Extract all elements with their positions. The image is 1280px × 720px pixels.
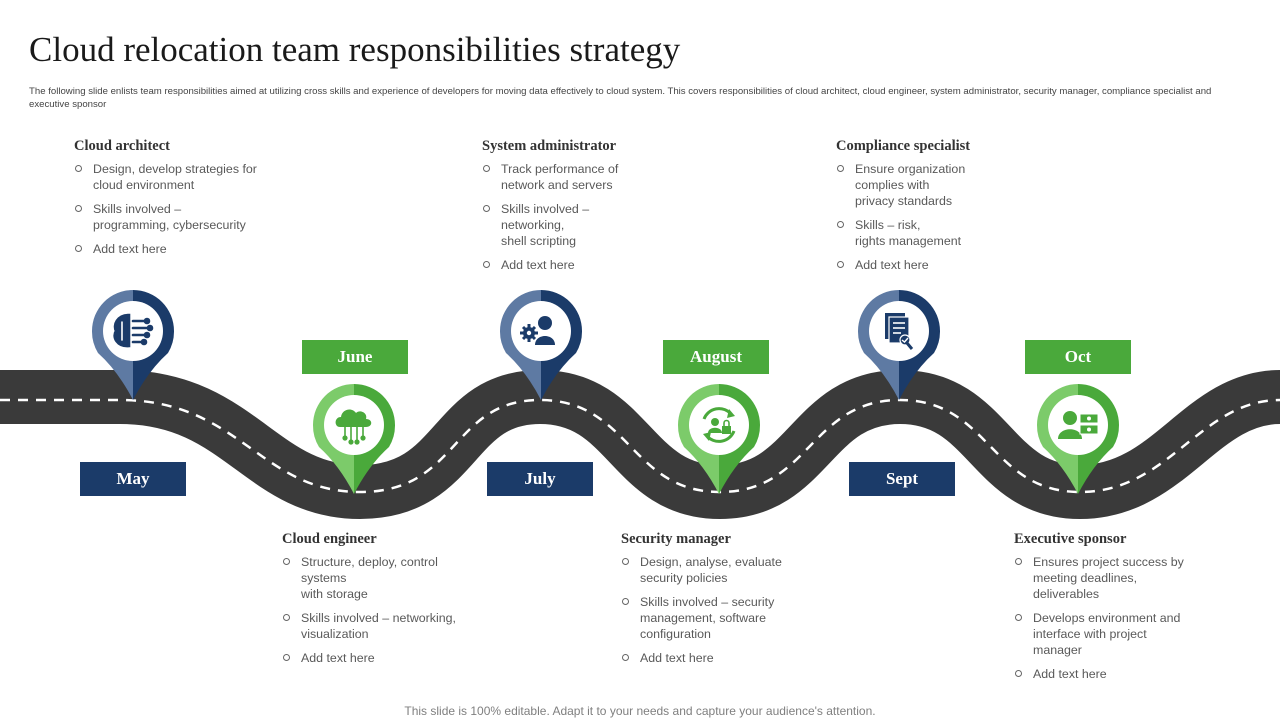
role-title: Cloud engineer: [282, 531, 377, 547]
responsibility-item: Skills involved – security management, s…: [621, 594, 841, 642]
responsibility-list: Design, analyse, evaluate security polic…: [621, 554, 841, 666]
bullet-icon: [483, 165, 490, 172]
admin-gear-user-icon: [520, 316, 555, 345]
bullet-icon: [1015, 670, 1022, 677]
bullet-icon: [75, 245, 82, 252]
month-label-may: May: [80, 462, 186, 496]
pin-compliance-specialist: [857, 290, 941, 400]
responsibility-item: Skills involved – networking, shell scri…: [482, 201, 702, 249]
role-title: Security manager: [621, 531, 731, 547]
responsibility-item: Add text here: [836, 257, 1056, 273]
bullet-icon: [483, 261, 490, 268]
bullet-icon: [622, 598, 629, 605]
bullet-icon: [1015, 558, 1022, 565]
responsibility-item: Ensure organization complies with privac…: [836, 161, 1056, 209]
bullet-icon: [75, 205, 82, 212]
pin-executive-sponsor: [1036, 384, 1120, 494]
responsibility-item: Develops environment and interface with …: [1014, 610, 1234, 658]
responsibility-list: Design, develop strategies for cloud env…: [74, 161, 294, 257]
role-system-administrator: System administrator Track performance o…: [482, 138, 702, 281]
pin-cloud-architect: [91, 290, 175, 400]
responsibility-item: Add text here: [621, 650, 841, 666]
responsibility-item: Design, develop strategies for cloud env…: [74, 161, 294, 193]
month-label-august: August: [663, 340, 769, 374]
role-title: Cloud architect: [74, 138, 170, 154]
bullet-icon: [283, 654, 290, 661]
responsibility-item: Add text here: [482, 257, 702, 273]
responsibility-item: Skills – risk, rights management: [836, 217, 1056, 249]
responsibility-list: Track performance of network and servers…: [482, 161, 702, 273]
responsibility-item: Add text here: [1014, 666, 1234, 682]
role-executive-sponsor: Executive sponsor Ensures project succes…: [1014, 531, 1234, 690]
month-label-july: July: [487, 462, 593, 496]
pin-security-manager: [677, 384, 761, 494]
security-cycle-lock-icon: [702, 407, 736, 443]
bullet-icon: [837, 165, 844, 172]
responsibility-item: Track performance of network and servers: [482, 161, 702, 193]
bullet-icon: [75, 165, 82, 172]
bullet-icon: [837, 221, 844, 228]
bullet-icon: [1015, 614, 1022, 621]
bullet-icon: [483, 205, 490, 212]
role-security-manager: Security manager Design, analyse, evalua…: [621, 531, 841, 674]
bullet-icon: [622, 558, 629, 565]
compliance-document-icon: [885, 313, 914, 350]
role-title: System administrator: [482, 138, 617, 154]
sponsor-money-user-icon: [1058, 411, 1099, 439]
role-cloud-engineer: Cloud engineer Structure, deploy, contro…: [282, 531, 502, 674]
responsibility-list: Structure, deploy, control systems with …: [282, 554, 502, 666]
month-label-sept: Sept: [849, 462, 955, 496]
responsibility-item: Structure, deploy, control systems with …: [282, 554, 502, 602]
slide-subtitle: The following slide enlists team respons…: [29, 86, 1212, 110]
role-title: Compliance specialist: [836, 138, 971, 154]
bullet-icon: [622, 654, 629, 661]
pin-system-administrator: [499, 290, 583, 400]
responsibility-item: Skills involved – programming, cybersecu…: [74, 201, 294, 233]
bullet-icon: [283, 614, 290, 621]
responsibility-item: Skills involved – networking, visualizat…: [282, 610, 502, 642]
responsibility-item: Ensures project success by meeting deadl…: [1014, 554, 1234, 602]
responsibility-list: Ensures project success by meeting deadl…: [1014, 554, 1234, 682]
bullet-icon: [283, 558, 290, 565]
bullet-icon: [837, 261, 844, 268]
responsibility-item: Design, analyse, evaluate security polic…: [621, 554, 841, 586]
role-title: Executive sponsor: [1014, 531, 1127, 547]
month-label-oct: Oct: [1025, 340, 1131, 374]
responsibility-item: Add text here: [74, 241, 294, 257]
responsibility-list: Ensure organization complies with privac…: [836, 161, 1056, 273]
role-compliance-specialist: Compliance specialist Ensure organizatio…: [836, 138, 1056, 281]
brain-circuit-icon: [113, 313, 154, 348]
role-cloud-architect: Cloud architect Design, develop strategi…: [74, 138, 294, 265]
cloud-network-icon: [335, 409, 372, 445]
responsibility-item: Add text here: [282, 650, 502, 666]
slide-title: Cloud relocation team responsibilities s…: [29, 30, 681, 69]
pin-cloud-engineer: [312, 384, 396, 494]
month-label-june: June: [302, 340, 408, 374]
footer-note: This slide is 100% editable. Adapt it to…: [404, 704, 876, 718]
